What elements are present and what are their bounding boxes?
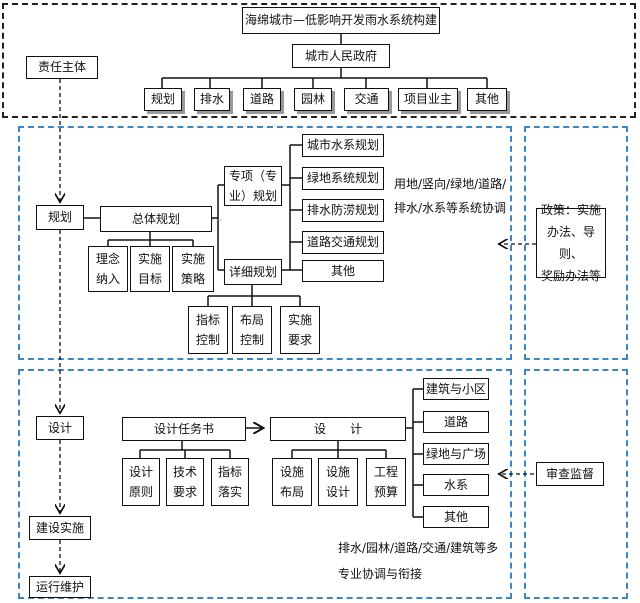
policy-frame: [524, 126, 628, 360]
design-coordination-line1: 排水/园林/道路/交通/建筑等多: [338, 541, 499, 555]
task-item-principle: 设计原则: [122, 458, 160, 506]
design-frame: [18, 369, 512, 599]
dept-planning: 规划: [144, 88, 182, 111]
special-item-green-space: 绿地系统规划: [302, 167, 384, 190]
dept-project-owner: 项目业主: [398, 88, 458, 111]
dept-drainage: 排水: [194, 88, 230, 111]
dept-transport: 交通: [344, 88, 389, 111]
dept-roads: 道路: [243, 88, 281, 111]
dept-other: 其他: [467, 88, 507, 111]
flow-planning-box: 规划: [36, 205, 84, 230]
supervision-frame: [524, 369, 628, 599]
target-other: 其他: [423, 506, 489, 528]
master-item-target: 实施目标: [130, 246, 170, 292]
design-item-budget: 工程预算: [366, 458, 406, 506]
government-box: 城市人民政府: [292, 44, 390, 68]
detailed-plan-box: 详细规划: [224, 259, 282, 285]
design-item-layout: 设施布局: [272, 458, 312, 506]
dept-landscape: 园林: [294, 88, 332, 111]
master-plan-box: 总体规划: [100, 206, 212, 232]
title-box: 海绵城市—低影响开发雨水系统构建: [242, 7, 440, 34]
flow-operation-box: 运行维护: [29, 576, 91, 598]
responsibility-frame: [2, 3, 636, 118]
special-plan-box: 专项（专业）规划: [224, 166, 282, 206]
detail-item-index: 指标控制: [188, 306, 228, 354]
policy-box: 政策：实施办法、导则、奖励办法等: [536, 203, 606, 283]
design-task-box: 设计任务书: [122, 417, 246, 441]
master-item-concept: 理念纳入: [88, 246, 128, 292]
flow-design-box: 设计: [36, 416, 84, 440]
responsibility-subject-box: 责任主体: [26, 56, 98, 79]
target-roads: 道路: [423, 411, 489, 433]
task-item-index: 指标落实: [211, 458, 249, 506]
task-item-technical: 技术要求: [166, 458, 204, 506]
supervision-box: 审查监督: [536, 462, 604, 486]
planning-coordination-line2: 排水/水系等系统协调: [394, 201, 507, 215]
planning-frame: [18, 126, 512, 360]
master-item-strategy: 实施策略: [172, 246, 214, 292]
special-item-other: 其他: [302, 260, 384, 282]
target-water: 水系: [423, 474, 489, 496]
detail-item-layout: 布局控制: [232, 306, 272, 354]
design-coordination-line2: 专业协调与衔接: [338, 567, 423, 581]
planning-coordination-line1: 用地/竖向/绿地/道路/: [394, 177, 507, 191]
target-green-squares: 绿地与广场: [423, 443, 489, 465]
special-item-road-traffic: 道路交通规划: [302, 231, 384, 254]
special-item-water-system: 城市水系规划: [302, 134, 384, 157]
target-buildings: 建筑与小区: [423, 378, 489, 400]
special-item-drainage: 排水防涝规划: [302, 199, 384, 222]
detail-item-requirement: 实施要求: [280, 306, 320, 354]
design-box: 设 计: [270, 417, 406, 441]
flow-construction-box: 建设实施: [29, 516, 91, 540]
design-item-facility: 设施设计: [318, 458, 358, 506]
